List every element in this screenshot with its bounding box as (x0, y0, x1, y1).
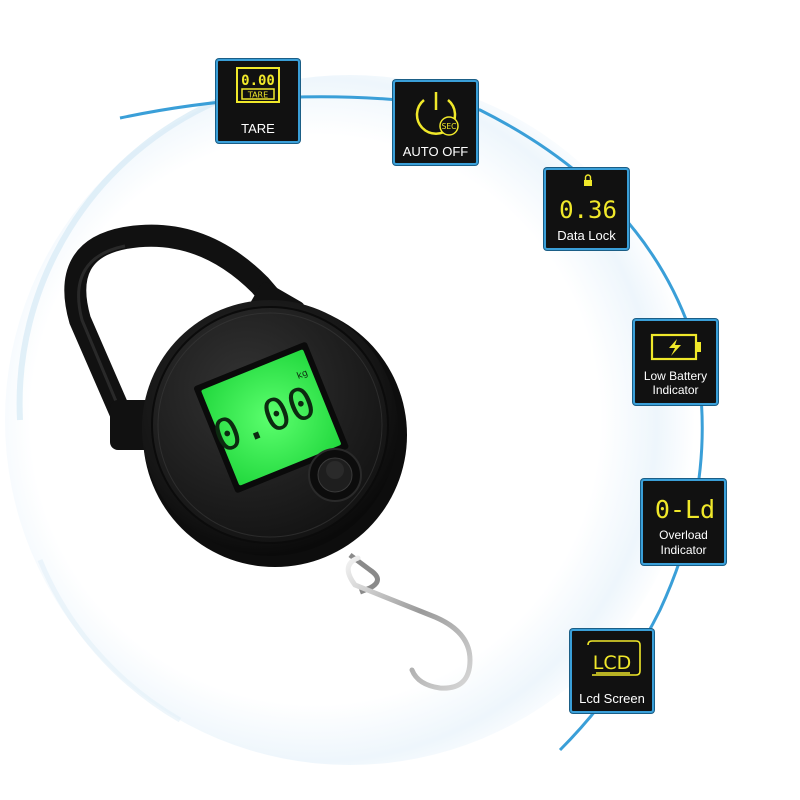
lcd-screen-feature: LCD Lcd Screen (570, 629, 654, 713)
tare-display-icon: 0.00 TARE (236, 67, 280, 103)
overload-icon-value: 0-Ld (655, 495, 715, 524)
auto-off-feature: SEC AUTO OFF (393, 80, 478, 165)
luggage-scale: 0.00 kg (64, 224, 473, 691)
tare-feature: 0.00 TARE TARE (216, 59, 300, 143)
power-icon: SEC (415, 92, 459, 136)
low-battery-label-line1: Low Battery (643, 369, 708, 383)
lcd-icon-text: LCD (593, 652, 631, 674)
tare-icon-value: 0.00 (241, 73, 275, 89)
tare-label: TARE (241, 121, 275, 136)
lock-display-icon: 0.36 (559, 174, 617, 222)
scale-button[interactable] (308, 448, 362, 502)
auto-off-icon-sub: SEC (442, 122, 457, 131)
data-lock-icon-value: 0.36 (559, 196, 617, 222)
low-battery-label: Low Battery Indicator (635, 369, 716, 397)
auto-off-label: AUTO OFF (402, 144, 469, 159)
tare-icon-sub: TARE (247, 91, 268, 100)
low-battery-feature: Low Battery Indicator (633, 319, 718, 405)
overload-label: Overload Indicator (643, 528, 724, 558)
lcd-screen-label: Lcd Screen (579, 691, 645, 706)
battery-icon (650, 333, 701, 361)
hook (345, 553, 473, 691)
overload-display-icon: 0-Ld (655, 495, 715, 524)
overload-label-line1: Overload (659, 528, 708, 542)
data-lock-label: Data Lock (557, 228, 616, 243)
overload-feature: 0-Ld Overload Indicator (641, 479, 726, 565)
scale-unit: kg (296, 368, 310, 381)
data-lock-feature: 0.36 Data Lock (544, 168, 629, 250)
overload-label-line2: Indicator (660, 543, 707, 557)
low-battery-label-line2: Indicator (652, 383, 699, 397)
scale-lcd: 0.00 kg (193, 342, 349, 493)
lcd-icon: LCD (587, 640, 641, 676)
lock-icon (584, 174, 592, 186)
